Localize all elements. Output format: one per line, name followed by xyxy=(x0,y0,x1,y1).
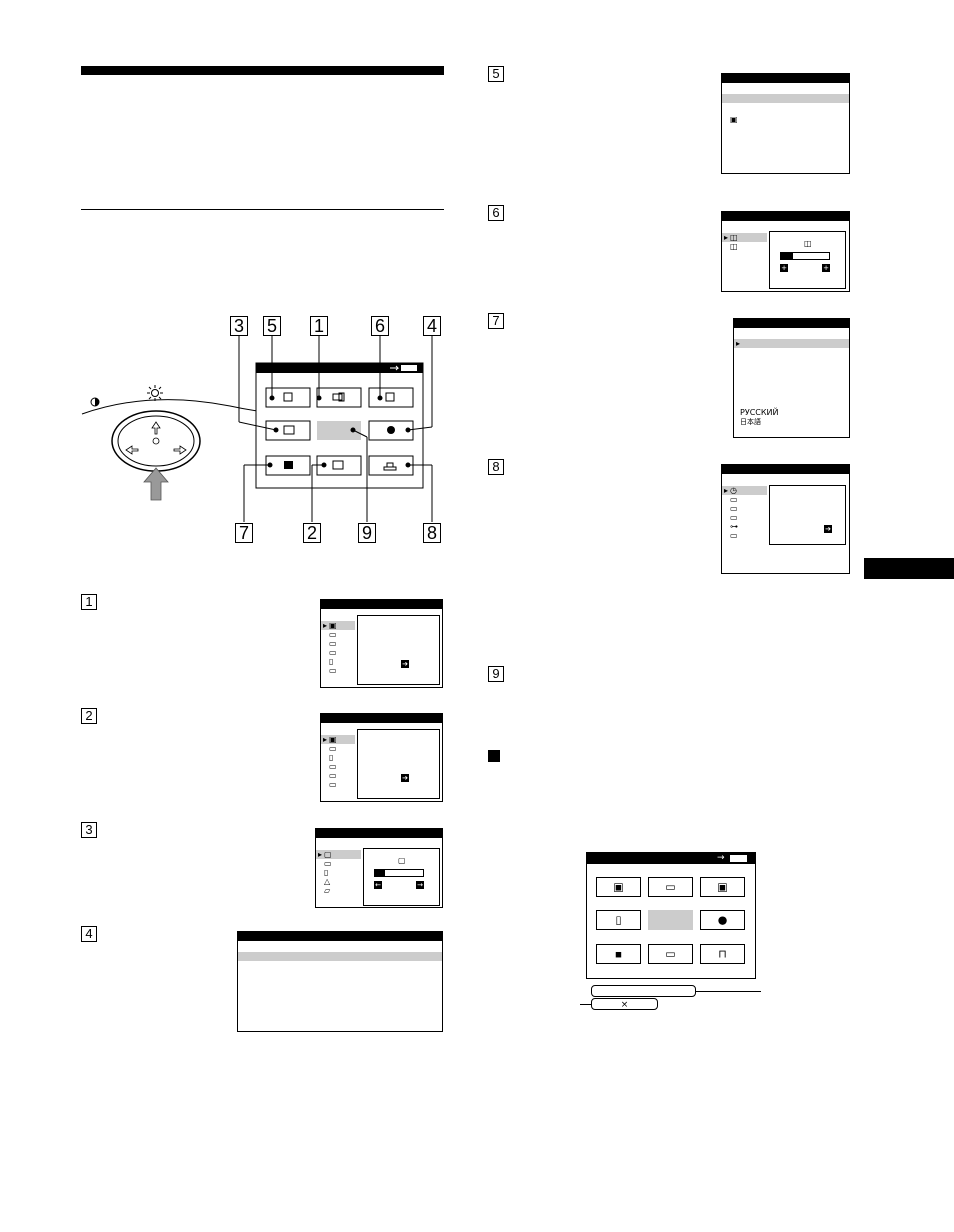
osd-main-menu-bottom: → ▣ ▭ ▣ ▯ ● ▪ ▭ ⊓ xyxy=(586,852,756,979)
status-pill-lower: × xyxy=(591,998,658,1010)
callout-1: 1 xyxy=(310,316,328,336)
callout-6: 6 xyxy=(371,316,389,336)
callout-2: 2 xyxy=(303,523,321,543)
osd-menu-4 xyxy=(237,931,443,1032)
language-option-japanese: 日本語 xyxy=(740,418,761,426)
osd-menu-3: ▸ ▢ ▭ ▯ △ ▱ ▢ ← → xyxy=(315,828,443,908)
pill-connector-right xyxy=(696,991,761,992)
callout-5: 5 xyxy=(263,316,281,336)
tile-convergence[interactable]: ▭ xyxy=(648,944,693,964)
step-4-marker: 4 xyxy=(81,926,97,942)
tile-help[interactable]: ● xyxy=(700,910,745,930)
step-6-marker: 6 xyxy=(488,205,504,221)
step-9-marker: 9 xyxy=(488,666,504,682)
callout-9: 9 xyxy=(358,523,376,543)
tile-centering[interactable]: ▣ xyxy=(700,877,745,897)
section-divider xyxy=(81,209,444,210)
callout-4: 4 xyxy=(423,316,441,336)
tile-empty xyxy=(648,910,693,930)
exit-box xyxy=(730,855,747,862)
tile-geometry[interactable]: ▯ xyxy=(596,910,641,930)
step-8-marker: 8 xyxy=(488,459,504,475)
step-3-marker: 3 xyxy=(81,822,97,838)
step-5-marker: 5 xyxy=(488,66,504,82)
step-1-marker: 1 xyxy=(81,594,97,610)
osd-menu-7-language: ▸ РУССКИЙ 日本語 xyxy=(733,318,850,438)
section-title-bar xyxy=(81,66,444,75)
osd-menu-6: ▸ ◫ ◫ ◫ + + xyxy=(721,211,850,292)
callout-8: 8 xyxy=(423,523,441,543)
chapter-tab xyxy=(864,558,954,579)
status-pill-upper xyxy=(591,985,696,997)
step-2-marker: 2 xyxy=(81,708,97,724)
osd-menu-8: ▸ ◷ ▭ ▭ ▭ ⊶ ▭ ➔ xyxy=(721,464,850,574)
control-panel-figure xyxy=(80,310,450,550)
osd-menu-1: ▸ ▣ ▭ ▭ ▭ ▯ ▭ ➔ xyxy=(320,599,443,688)
osd-menu-5: ▣ xyxy=(721,73,850,174)
close-icon: × xyxy=(620,1000,629,1010)
callout-3: 3 xyxy=(230,316,248,336)
control-panel-svg xyxy=(81,335,433,522)
tile-options[interactable]: ⊓ xyxy=(700,944,745,964)
tile-brightness[interactable]: ▣ xyxy=(596,877,641,897)
step-7-marker: 7 xyxy=(488,313,504,329)
section-bullet xyxy=(488,750,500,762)
tile-size[interactable]: ▭ xyxy=(648,877,693,897)
osd-menu-2: ▸ ▣ ▭ ▯ ▭ ▭ ▭ ➔ xyxy=(320,713,443,802)
tile-language[interactable]: ▪ xyxy=(596,944,641,964)
pill-connector-left xyxy=(580,1004,591,1005)
callout-7: 7 xyxy=(235,523,253,543)
language-option-russian: РУССКИЙ xyxy=(740,408,779,417)
exit-arrow-icon: → xyxy=(717,853,725,863)
